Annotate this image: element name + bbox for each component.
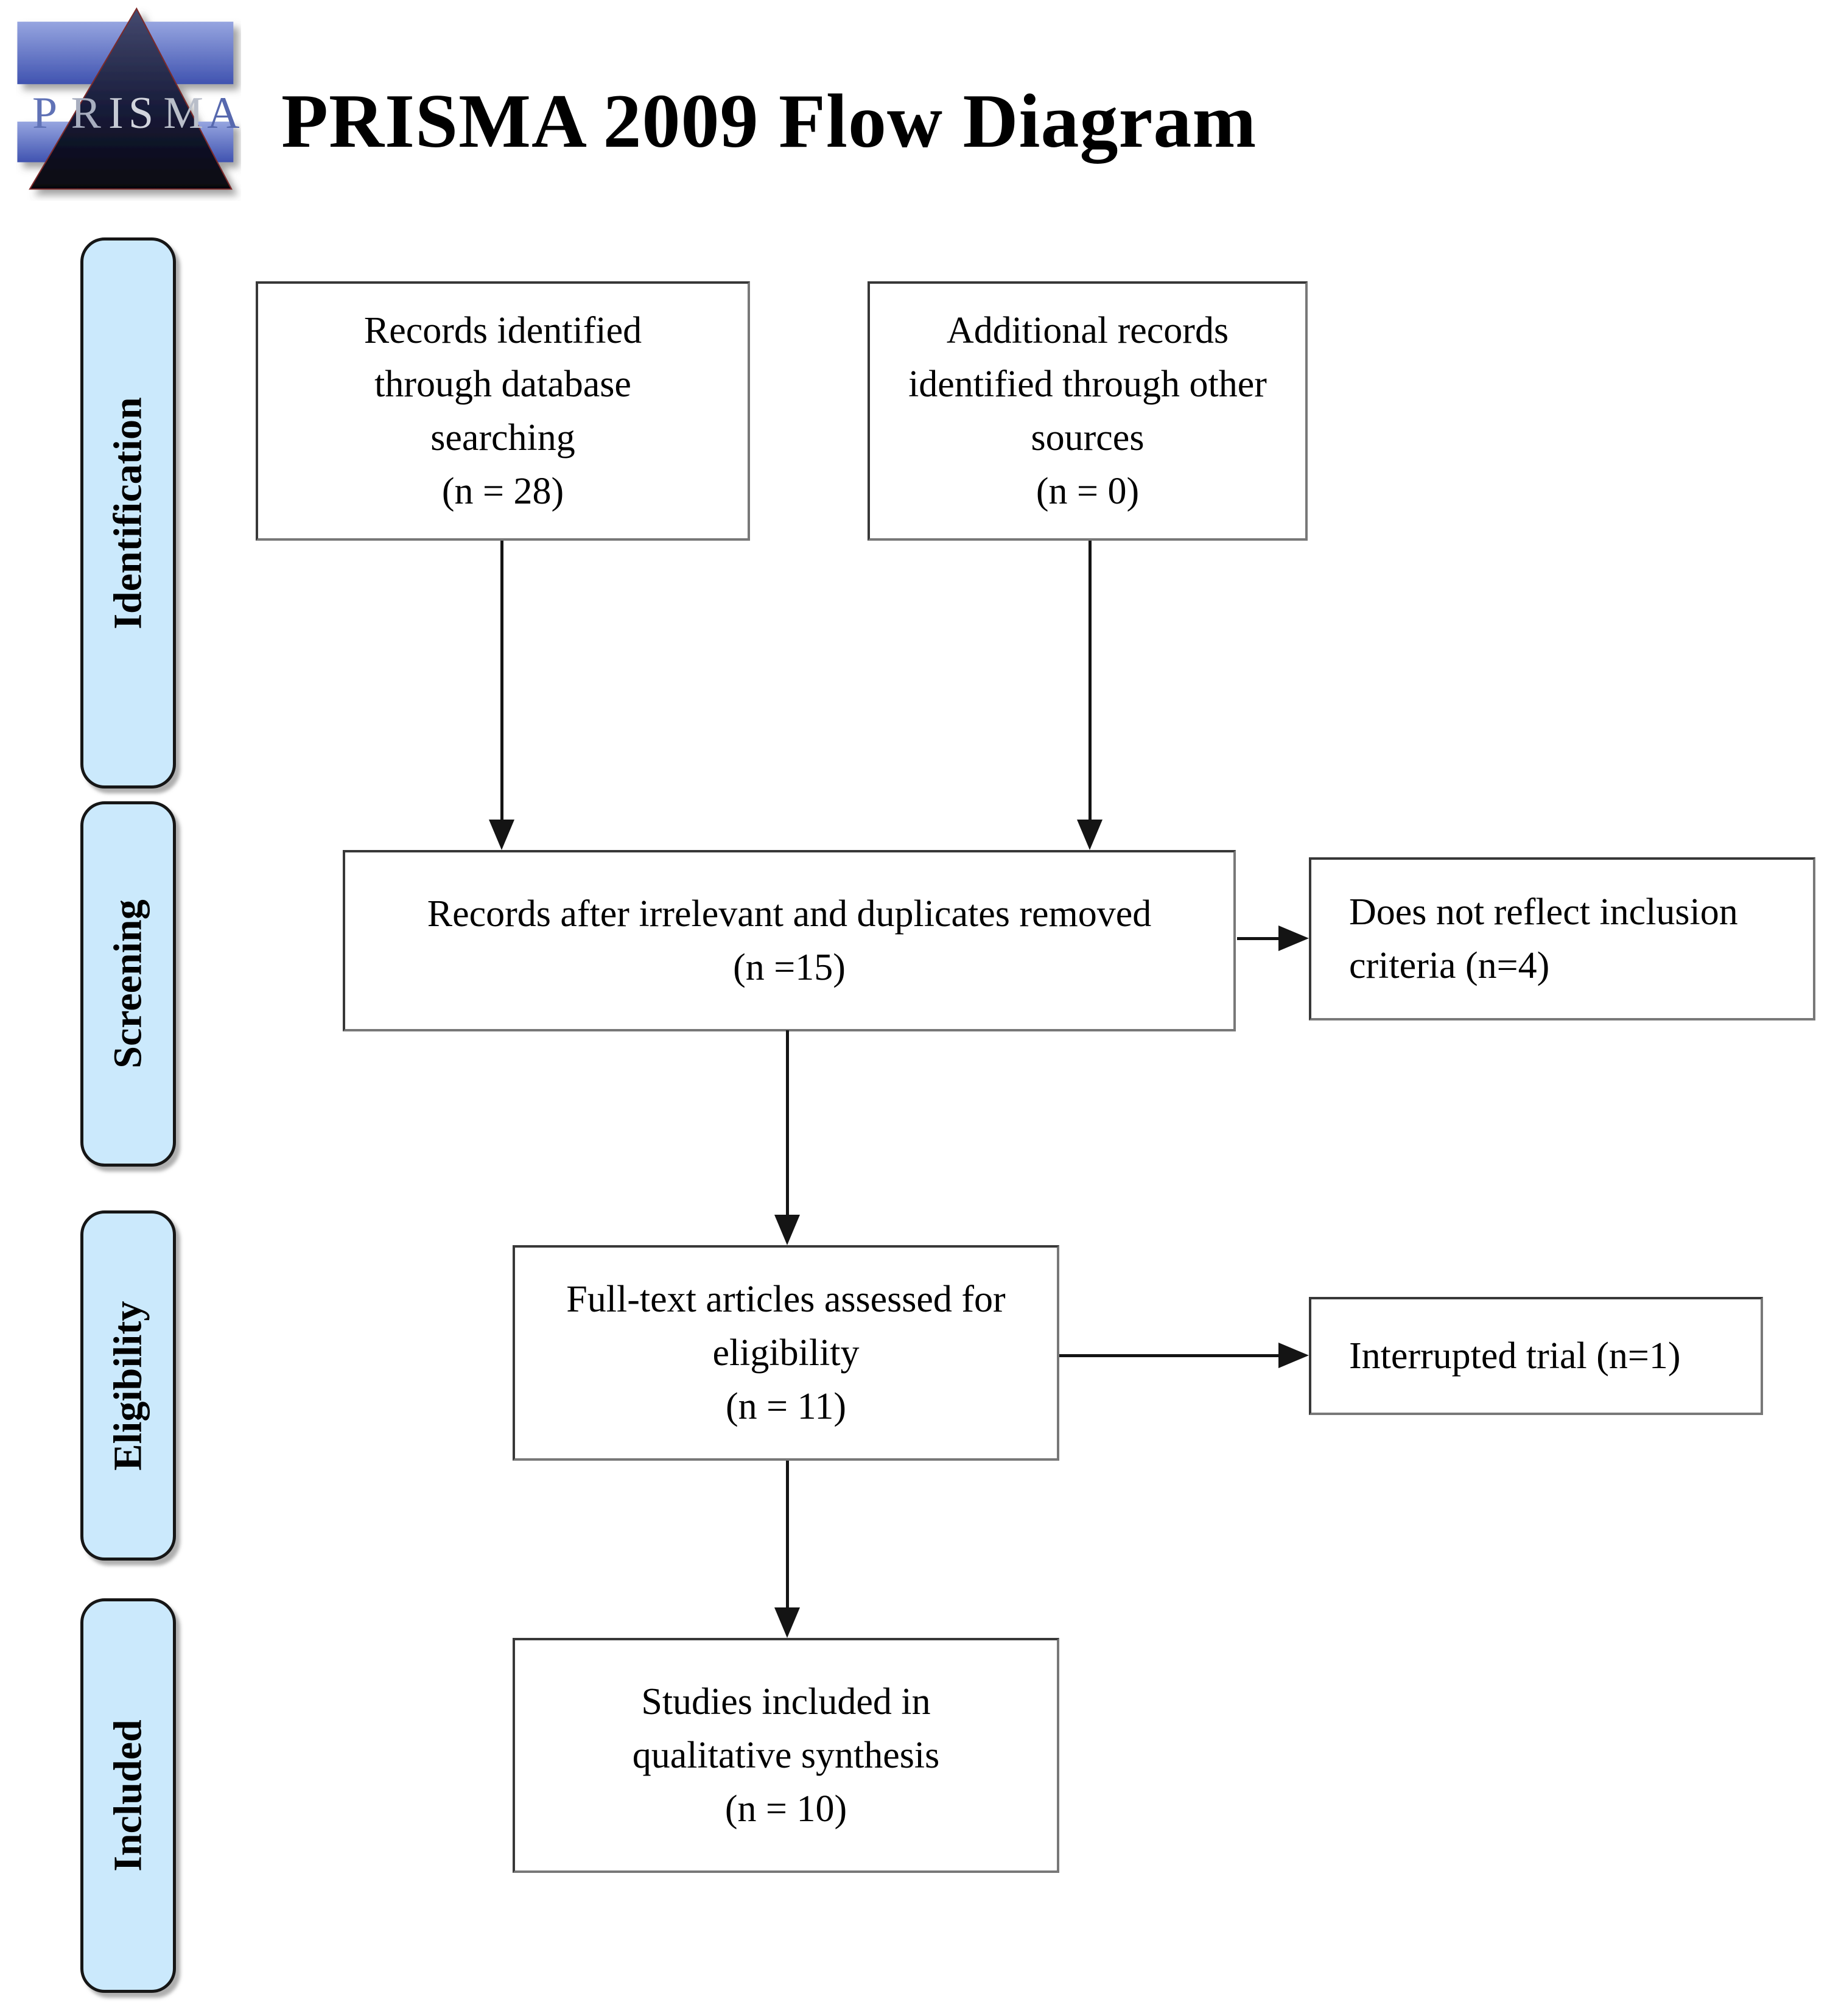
arrowhead-right-icon bbox=[1278, 925, 1309, 951]
box-line: qualitative synthesis bbox=[632, 1735, 940, 1776]
box-line: Interrupted trial (n=1) bbox=[1349, 1335, 1681, 1377]
arrowhead-down-icon bbox=[774, 1607, 800, 1638]
box-line: Studies included in bbox=[641, 1681, 931, 1723]
box-line: Records identified bbox=[363, 310, 642, 351]
box-line: Full-text articles assessed for bbox=[566, 1279, 1006, 1320]
arrowhead-down-icon bbox=[1077, 820, 1103, 850]
logo-letter: M bbox=[163, 88, 203, 138]
stage-included: Included bbox=[80, 1598, 176, 1993]
box-line: criteria (n=4) bbox=[1349, 945, 1550, 986]
box-line: sources bbox=[1031, 417, 1145, 458]
page-title: PRISMA 2009 Flow Diagram bbox=[281, 79, 1257, 164]
box-line: Does not reflect inclusion bbox=[1349, 891, 1738, 933]
flow-box-studies-included: Studies included in qualitative synthesi… bbox=[513, 1638, 1059, 1873]
box-line: (n = 28) bbox=[441, 471, 564, 512]
box-line: (n = 10) bbox=[724, 1788, 847, 1830]
stage-included-label: Included bbox=[105, 1719, 150, 1872]
box-line: (n = 11) bbox=[726, 1386, 846, 1427]
flow-box-records-identified: Records identified through database sear… bbox=[256, 281, 750, 541]
stage-screening: Screening bbox=[80, 801, 176, 1167]
logo-letter: A bbox=[207, 88, 239, 138]
arrowhead-down-icon bbox=[774, 1215, 800, 1245]
box-line: (n =15) bbox=[733, 947, 846, 988]
logo-triangle bbox=[29, 7, 233, 190]
stage-screening-label: Screening bbox=[105, 899, 150, 1069]
arrowhead-down-icon bbox=[489, 820, 514, 850]
logo-letter: I bbox=[108, 88, 124, 138]
flow-box-interrupted-trial: Interrupted trial (n=1) bbox=[1309, 1297, 1763, 1415]
logo-letter: R bbox=[71, 88, 102, 138]
box-line: (n = 0) bbox=[1036, 471, 1140, 512]
box-line: Records after irrelevant and duplicates … bbox=[427, 893, 1152, 935]
flow-box-additional-records: Additional records identified through ot… bbox=[868, 281, 1308, 541]
flow-box-not-inclusion-criteria: Does not reflect inclusion criteria (n=4… bbox=[1309, 857, 1815, 1020]
box-line: through database bbox=[374, 364, 631, 405]
logo-letter: P bbox=[32, 88, 57, 138]
flow-box-fulltext-assessed: Full-text articles assessed for eligibil… bbox=[513, 1245, 1059, 1461]
stage-eligibility-label: Eligibility bbox=[105, 1301, 150, 1470]
stage-eligibility: Eligibility bbox=[80, 1210, 176, 1561]
logo-letter: S bbox=[128, 88, 153, 138]
stage-identification-label: Identification bbox=[105, 396, 150, 630]
prisma-logo: P R I S M A bbox=[17, 7, 240, 190]
box-line: Additional records bbox=[946, 310, 1229, 351]
arrowhead-right-icon bbox=[1278, 1343, 1309, 1368]
box-line: searching bbox=[430, 417, 575, 458]
stage-identification: Identification bbox=[80, 237, 176, 788]
box-line: identified through other bbox=[908, 364, 1267, 405]
flow-box-records-after-removed: Records after irrelevant and duplicates … bbox=[343, 850, 1236, 1031]
box-line: eligibility bbox=[712, 1332, 860, 1374]
logo-wordmark: P R I S M A bbox=[32, 88, 240, 138]
